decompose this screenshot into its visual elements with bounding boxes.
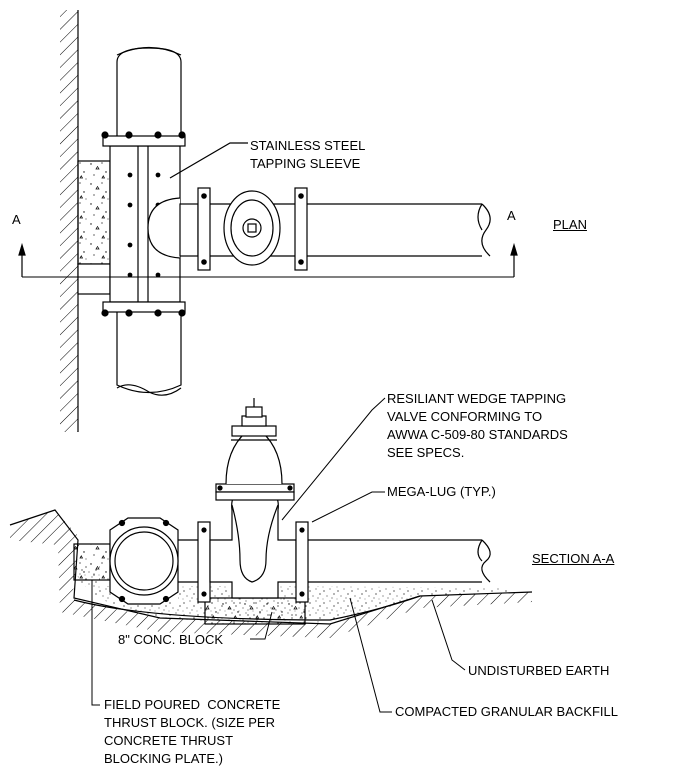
- megalug-note: MEGA-LUG (TYP.): [387, 484, 496, 499]
- thrust-note-line-2: THRUST BLOCK. (SIZE PER: [104, 715, 275, 730]
- valve-flange-left: [197, 187, 211, 271]
- block-leader: [250, 611, 273, 640]
- valve-flange-right: [294, 187, 308, 271]
- thrust-note-line-3: CONCRETE THRUST: [104, 733, 234, 748]
- valve-note-line-4: SEE SPECS.: [387, 445, 465, 460]
- sleeve-note-line-1: STAINLESS STEEL: [250, 138, 366, 153]
- plan-view: [18, 10, 518, 432]
- plan-thrust-block: [77, 160, 111, 265]
- leaders: [91, 397, 466, 713]
- thrust-note-line-4: BLOCKING PLATE.): [104, 751, 223, 766]
- megalug-leader: [311, 491, 385, 523]
- sleeve-note-line-2: TAPPING SLEEVE: [250, 156, 361, 171]
- branch-outlet: [147, 197, 181, 259]
- valve-leader: [281, 397, 386, 521]
- operating-nut: [245, 406, 263, 418]
- concrete-block: [204, 597, 306, 625]
- section-mark-right: A: [507, 208, 516, 223]
- sleeve-leader: [169, 142, 248, 179]
- section-title: SECTION A-A: [532, 551, 615, 566]
- main-pipe-bottom: [116, 310, 182, 394]
- section-thrust-block: [73, 543, 111, 581]
- valve-note-line-3: AWWA C-509-80 STANDARDS: [387, 427, 568, 442]
- wall-hatch: [60, 10, 78, 432]
- section-view: [9, 398, 533, 638]
- valve-note-line-1: RESILIANT WEDGE TAPPING: [387, 391, 567, 406]
- backfill-note: COMPACTED GRANULAR BACKFILL: [395, 704, 618, 719]
- thrust-note-line-1: FIELD POURED CONCRETE: [104, 697, 281, 712]
- backfill-leader: [349, 597, 392, 713]
- block-note: 8" CONC. BLOCK: [118, 632, 224, 647]
- thrust-leader: [91, 580, 100, 706]
- main-pipe-section: [109, 526, 179, 596]
- section-mark-left: A: [12, 212, 21, 227]
- valve-bonnet: [223, 190, 281, 266]
- main-pipe-top: [116, 47, 182, 140]
- plan-title: PLAN: [553, 217, 587, 232]
- earth-note: UNDISTURBED EARTH: [468, 663, 610, 678]
- valve-note-line-2: VALVE CONFORMING TO: [387, 409, 543, 424]
- ground-hatch: [10, 510, 532, 638]
- earth-leader: [431, 599, 466, 671]
